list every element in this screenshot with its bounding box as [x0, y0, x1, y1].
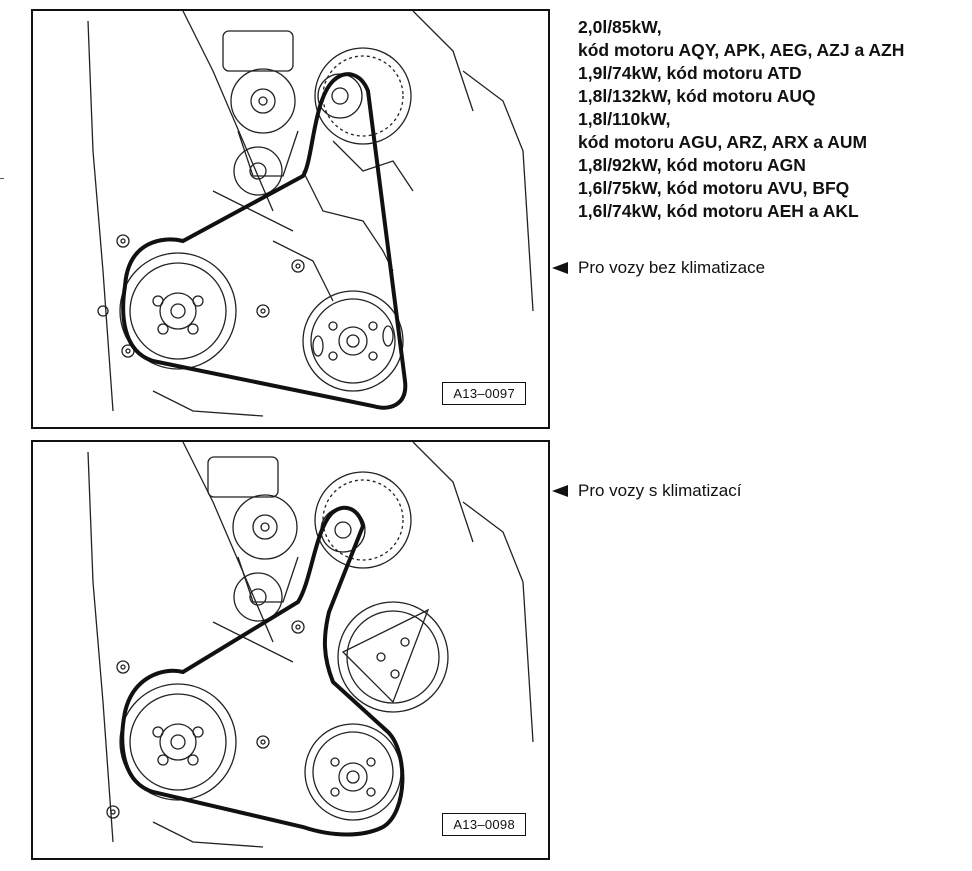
block-outline	[87, 451, 114, 843]
tensioner-pulley	[233, 146, 283, 196]
crankshaft-pulley	[119, 683, 237, 801]
edge-tick	[0, 178, 4, 179]
belt-drawing-1	[87, 11, 534, 417]
engine-line: kód motoru AQY, APK, AEG, AZJ a AZH	[578, 40, 905, 60]
alternator	[230, 68, 296, 134]
caption-text: Pro vozy bez klimatizace	[578, 258, 766, 277]
pointer-arrow-icon	[552, 485, 568, 497]
belt-drawing-2	[87, 442, 534, 848]
figure-code-label: A13–0098	[442, 813, 526, 836]
engine-code-list: 2,0l/85kW, kód motoru AQY, APK, AEG, AZJ…	[578, 16, 904, 223]
caption-without-ac: Pro vozy bez klimatizace	[552, 258, 765, 278]
engine-line: 2,0l/85kW,	[578, 17, 662, 37]
engine-line: 1,6l/75kW, kód motoru AVU, BFQ	[578, 178, 850, 198]
engine-line: kód motoru AGU, ARZ, ARX a AUM	[578, 132, 868, 152]
belt-diagram-without-ac: A13–0097	[31, 9, 550, 429]
belt-diagram-with-ac: A13–0098	[31, 440, 550, 860]
drive-belt	[120, 505, 405, 837]
tensioner-pulley	[233, 572, 283, 622]
caption-text: Pro vozy s klimatizací	[578, 481, 742, 500]
block-outline	[87, 20, 114, 412]
pump-housing	[314, 471, 412, 569]
pointer-arrow-icon	[552, 262, 568, 274]
figure-code-label: A13–0097	[442, 382, 526, 405]
caption-with-ac: Pro vozy s klimatizací	[552, 481, 741, 501]
ac-compressor	[337, 601, 449, 713]
engine-line: 1,9l/74kW, kód motoru ATD	[578, 63, 802, 83]
coolant-pump-pulley	[304, 723, 402, 821]
engine-line: 1,8l/92kW, kód motoru AGN	[578, 155, 806, 175]
pump-housing	[314, 47, 412, 145]
crankshaft-pulley	[119, 252, 237, 370]
alternator	[232, 494, 298, 560]
drive-belt	[121, 72, 408, 410]
engine-line: 1,8l/110kW,	[578, 109, 671, 129]
coolant-pump-pulley	[302, 290, 404, 392]
engine-line: 1,8l/132kW, kód motoru AUQ	[578, 86, 816, 106]
engine-line: 1,6l/74kW, kód motoru AEH a AKL	[578, 201, 859, 221]
